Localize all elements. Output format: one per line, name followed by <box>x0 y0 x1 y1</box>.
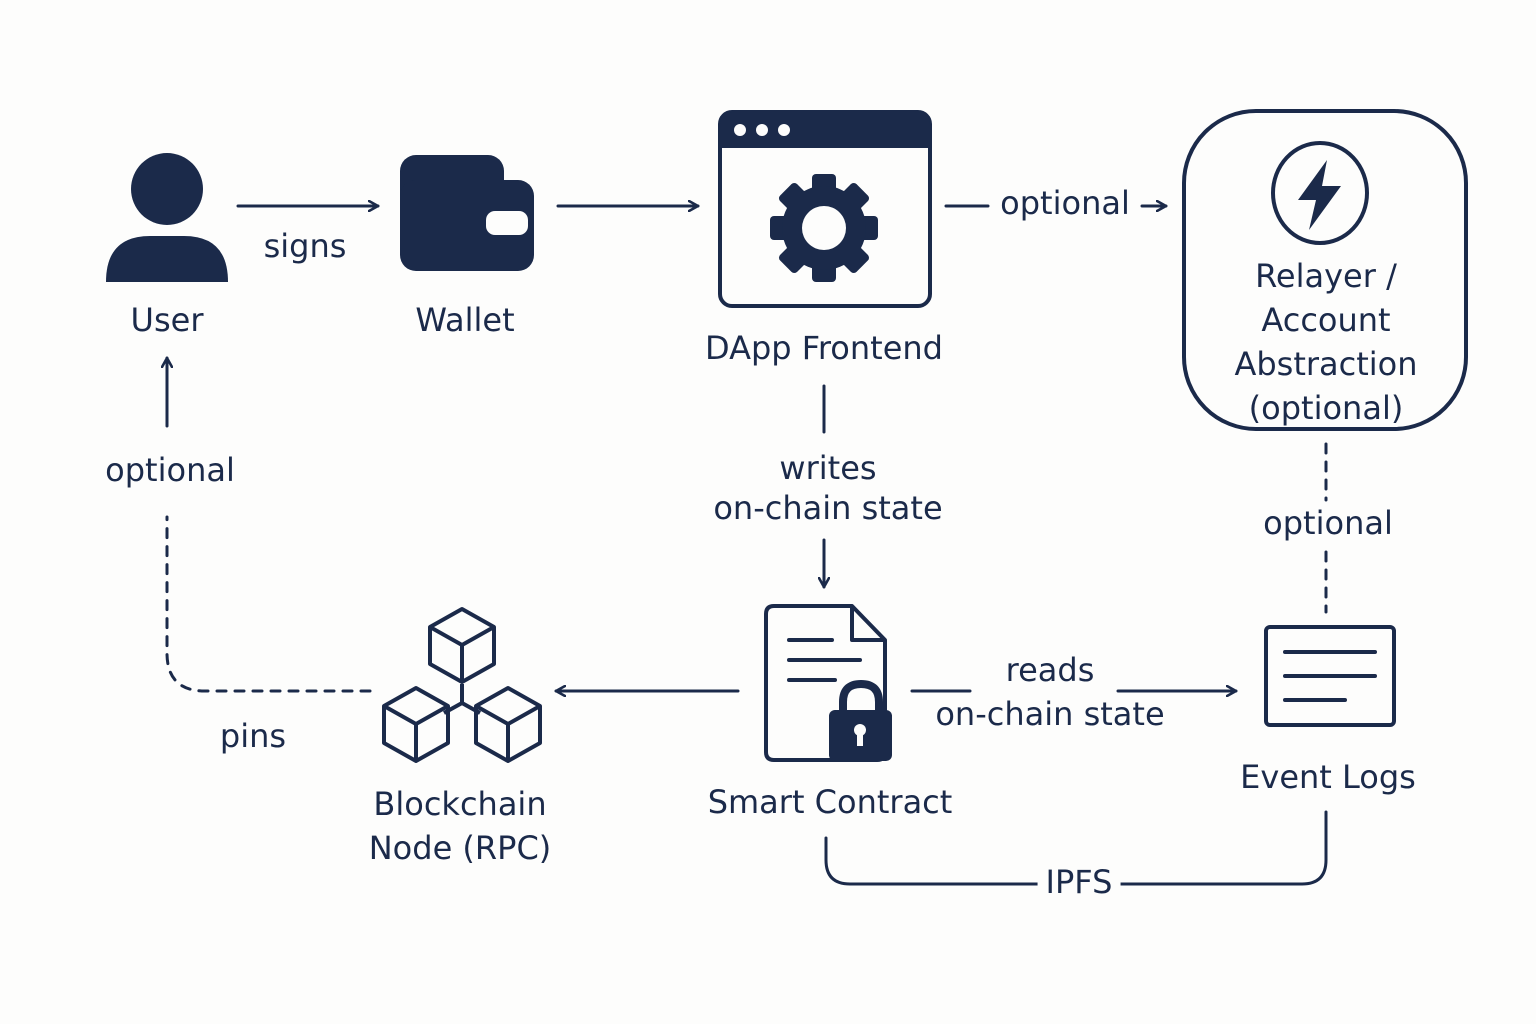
edge-node-user-dashed <box>165 515 372 693</box>
node-label-line: Node (RPC) <box>368 829 552 867</box>
node-label-line: Blockchain <box>373 785 547 823</box>
edge-label-signs: signs <box>263 227 347 265</box>
logs-label: Event Logs <box>1240 758 1416 796</box>
edge-label-line: on-chain state <box>935 695 1165 733</box>
contract-label: Smart Contract <box>707 783 953 821</box>
relayer-label-line: (optional) <box>1248 389 1404 427</box>
edge-label-ipfs: IPFS <box>1037 862 1121 902</box>
edge-label-line: writes <box>779 449 877 487</box>
relayer-box <box>1182 109 1468 431</box>
relayer-label-line: Account <box>1261 301 1391 339</box>
document-lock-icon <box>764 604 892 762</box>
edge-label-relayer-logs: optional <box>1263 504 1393 542</box>
browser-gear-icon <box>718 110 932 308</box>
blocks-icon <box>382 607 542 763</box>
node-label: Blockchain Node (RPC) <box>369 782 552 870</box>
edge-label-pins: pins <box>219 717 287 755</box>
relayer-label-line: Relayer / <box>1255 257 1397 295</box>
wallet-icon <box>400 155 534 271</box>
edge-label-node-user: optional <box>105 451 235 489</box>
lightning-icon <box>1271 141 1369 245</box>
wallet-label: Wallet <box>415 301 515 339</box>
log-list-icon <box>1264 625 1396 727</box>
dapp-label: DApp Frontend <box>705 329 943 367</box>
user-label: User <box>130 301 204 339</box>
edge-label-dapp-relayer: optional <box>1000 184 1130 222</box>
user-icon <box>106 153 228 282</box>
relayer-label-line: Abstraction <box>1234 345 1418 383</box>
edge-label-writes: writes on-chain state <box>713 448 942 528</box>
relayer-label: Relayer / Account Abstraction (optional) <box>1234 254 1417 430</box>
edge-label-line: reads <box>1005 651 1095 689</box>
edge-label-line: on-chain state <box>713 489 943 527</box>
edge-label-reads: reads on-chain state <box>935 648 1164 736</box>
